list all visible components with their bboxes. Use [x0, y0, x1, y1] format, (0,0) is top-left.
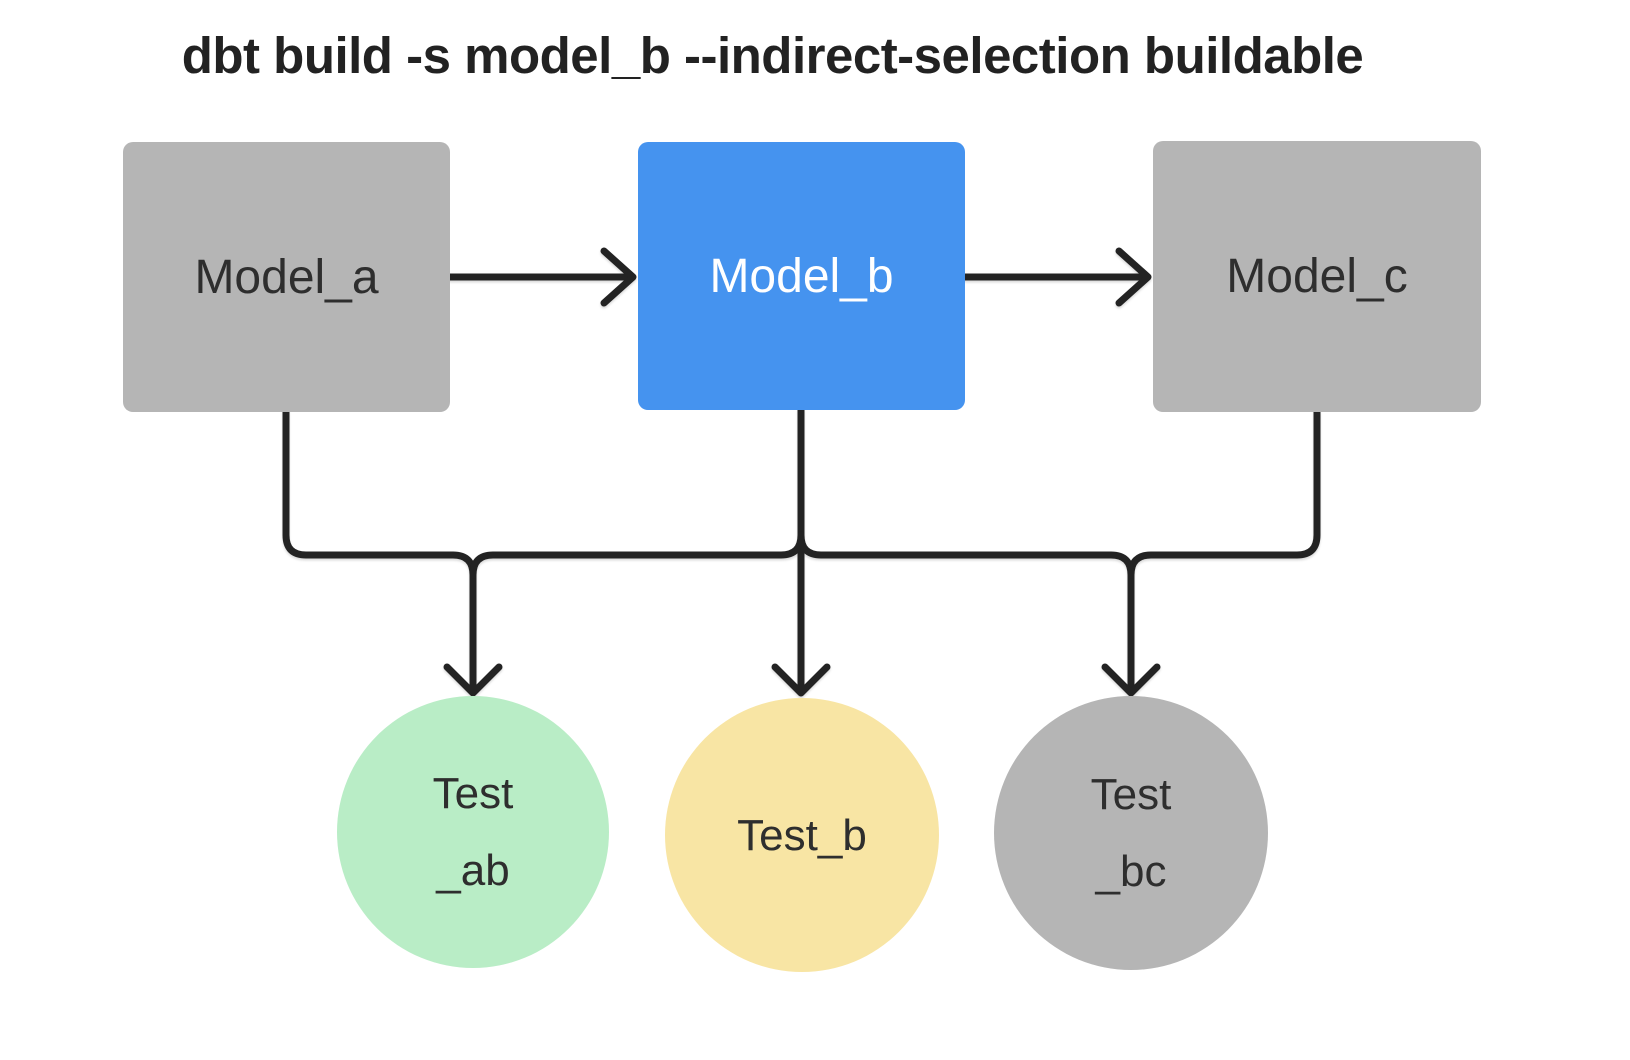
node-test-ab-label-line2: _ab	[436, 846, 510, 895]
node-test-bc-label-line2: _bc	[1095, 847, 1167, 896]
diagram-title: dbt build -s model_b --indirect-selectio…	[181, 27, 1364, 84]
edge-bus-left	[469, 531, 805, 579]
arrowhead-icon-test-bc	[1101, 663, 1161, 697]
node-model-a-label: Model_a	[194, 250, 379, 304]
node-test-bc: Test _bc	[994, 696, 1268, 970]
node-model-a: Model_a	[123, 142, 450, 412]
node-test-b: Test_b	[665, 698, 939, 972]
node-test-ab: Test _ab	[337, 696, 609, 968]
node-model-c: Model_c	[1153, 141, 1481, 412]
node-model-c-label: Model_c	[1226, 250, 1408, 303]
node-test-bc-label-line1: Test	[1090, 770, 1172, 819]
edge-model-c-to-test-bc	[1127, 408, 1321, 694]
arrowhead-icon-test-b	[771, 663, 831, 697]
node-model-b-label: Model_b	[709, 249, 894, 303]
node-test-ab-label-line1: Test	[432, 769, 514, 818]
node-model-b-selected: Model_b	[638, 142, 965, 410]
arrowhead-icon-model-b	[600, 247, 637, 307]
edge-model-a-to-test-ab	[282, 408, 477, 694]
node-test-b-label: Test_b	[737, 810, 867, 860]
arrowhead-icon-model-c	[1115, 247, 1152, 307]
edge-bus-right	[797, 531, 1135, 579]
arrowhead-icon-test-ab	[443, 663, 503, 697]
